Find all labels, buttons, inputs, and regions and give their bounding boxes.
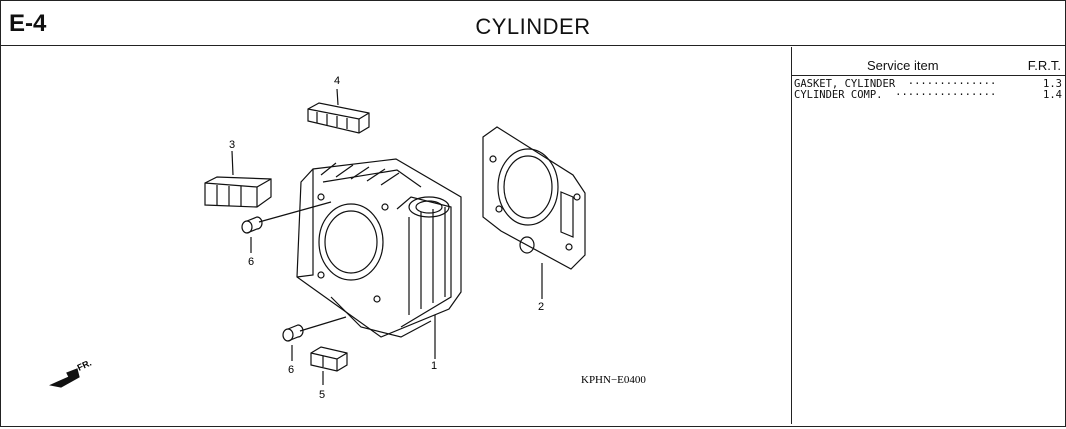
callout-3: 3 (229, 139, 235, 151)
service-row: GASKET, CYLINDER ·············· 1.3 (794, 79, 1062, 90)
frt-heading: F.R.T. (1027, 58, 1061, 73)
service-frt: 1.3 (1043, 78, 1062, 90)
fr-label: FR. (76, 358, 93, 373)
service-panel: Service item F.R.T. GASKET, CYLINDER ···… (791, 47, 1066, 424)
callout-1: 1 (431, 360, 437, 372)
service-name: CYLINDER COMP. ················ (794, 89, 997, 101)
part-2-shape (482, 126, 586, 270)
service-frt: 1.4 (1043, 89, 1062, 101)
part-4-shape (307, 102, 370, 134)
section-code: E-4 (9, 10, 47, 37)
callout-6-lower: 6 (288, 364, 294, 376)
page-header: E-4 CYLINDER (1, 1, 1065, 46)
cylinder-block-shape (296, 158, 462, 338)
exploded-diagram: 4 3 6 2 1 6 5 KPHN−E0400 FR. (1, 47, 791, 424)
part-6-lower-shape (282, 324, 304, 342)
service-list: GASKET, CYLINDER ·············· 1.3 CYLI… (794, 79, 1062, 101)
callout-4: 4 (334, 75, 340, 87)
fr-arrow-shape (49, 368, 80, 388)
callout-2: 2 (538, 301, 544, 313)
part-5-shape (310, 346, 348, 372)
part-code: KPHN−E0400 (581, 374, 646, 386)
part-6-upper-shape (241, 216, 263, 234)
service-row: CYLINDER COMP. ················ 1.4 (794, 90, 1062, 101)
service-name: GASKET, CYLINDER ·············· (794, 78, 997, 90)
service-header: Service item F.R.T. (792, 47, 1066, 76)
callout-6-upper: 6 (248, 256, 254, 268)
service-item-heading: Service item (867, 58, 939, 73)
part-3-shape (204, 176, 272, 208)
callout-5: 5 (319, 389, 325, 401)
diagram-svg: 4 3 6 2 1 6 5 KPHN−E0400 FR. (49, 75, 646, 401)
page-title: CYLINDER (475, 14, 591, 39)
